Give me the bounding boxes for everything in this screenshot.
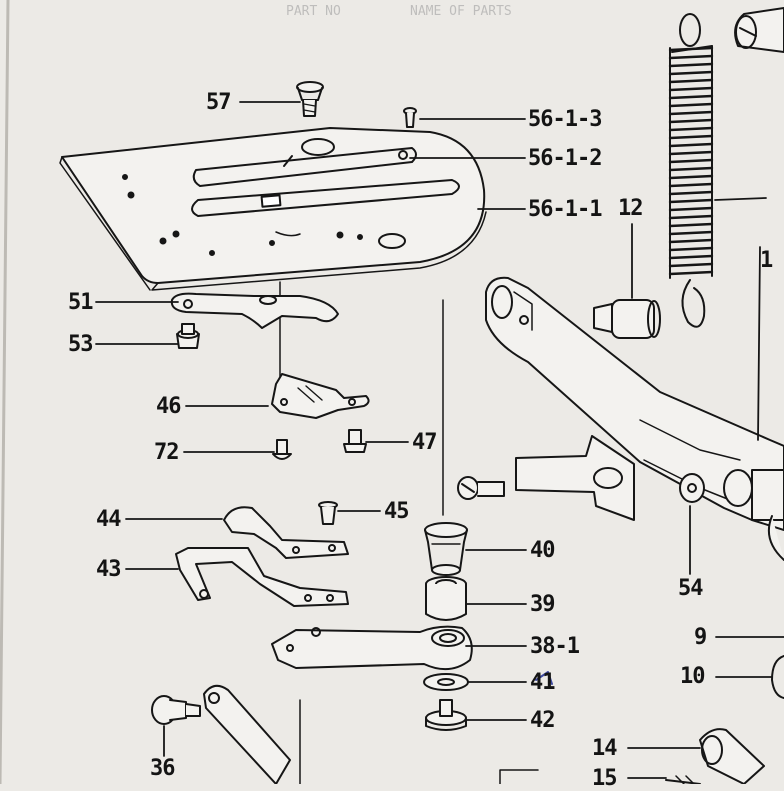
label-56-1-3: 56-1-3 — [528, 107, 602, 132]
screw-15 — [665, 775, 701, 784]
bleed-through-text-1: PART NO — [286, 4, 341, 19]
label-12: 12 — [618, 196, 643, 221]
label-9: 9 — [694, 625, 707, 650]
leader-lines — [95, 101, 784, 779]
nut-53 — [176, 323, 200, 349]
label-45: 45 — [384, 499, 409, 524]
bleed-through-text-2: NAME OF PARTS — [410, 4, 512, 19]
page-fold-line — [0, 0, 10, 784]
shaft-top-right — [734, 7, 784, 53]
pen-mark — [535, 671, 553, 685]
screw-57 — [296, 81, 324, 117]
label-15: 15 — [592, 766, 617, 791]
label-36: 36 — [150, 756, 175, 781]
label-46: 46 — [156, 394, 181, 419]
screw-47 — [343, 429, 367, 453]
label-47: 47 — [412, 430, 437, 455]
screw-72 — [272, 439, 292, 460]
link-bar — [203, 684, 301, 784]
label-56-1-1: 56-1-1 — [528, 197, 602, 222]
set-screw-12 — [593, 299, 661, 339]
slide-plate — [192, 147, 417, 187]
clamp-44 — [223, 506, 349, 559]
screw-slotted — [457, 476, 505, 500]
label-43: 43 — [96, 557, 121, 582]
bracket-51 — [170, 292, 339, 329]
pin-14 — [699, 728, 765, 784]
screw-36 — [151, 695, 201, 725]
label-40: 40 — [530, 538, 555, 563]
needle-plate — [59, 127, 487, 291]
washer-41 — [423, 673, 469, 691]
bushing-40 — [424, 522, 468, 576]
label-10: 10 — [680, 664, 705, 689]
label-41: 41 — [530, 670, 555, 695]
screw-54 — [679, 469, 784, 561]
label-51: 51 — [68, 290, 93, 315]
label-57: 57 — [206, 90, 231, 115]
collar-39 — [425, 576, 467, 621]
label-44: 44 — [96, 507, 121, 532]
slotted-bracket — [515, 435, 635, 521]
label-14: 14 — [592, 736, 617, 761]
label-38-1: 38-1 — [530, 634, 580, 659]
plate-43 — [175, 547, 349, 607]
label-1: 1 — [760, 248, 773, 273]
label-54: 54 — [678, 576, 703, 601]
label-42: 42 — [530, 708, 555, 733]
label-53: 53 — [68, 332, 93, 357]
label-39: 39 — [530, 592, 555, 617]
part-10 — [771, 655, 784, 699]
screw-45 — [318, 501, 338, 525]
bracket-corner-15 — [499, 769, 539, 784]
label-72: 72 — [154, 440, 179, 465]
screw-56-1-3 — [403, 107, 417, 128]
screw-42 — [425, 699, 467, 731]
label-56-1-2: 56-1-2 — [528, 146, 602, 171]
arm-38-1 — [271, 625, 473, 671]
spring-1 — [668, 13, 714, 328]
bracket-46 — [271, 373, 370, 419]
